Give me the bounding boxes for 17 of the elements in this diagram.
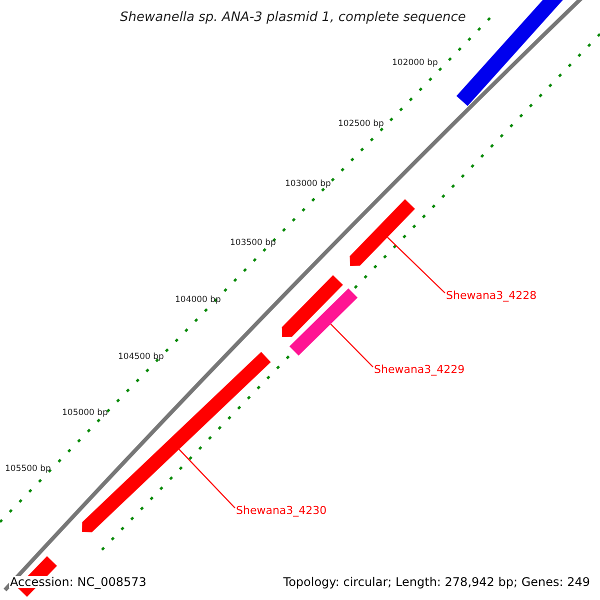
position-label: 102500 bp [338, 120, 384, 128]
gene-label: Shewana3_4230 [236, 505, 327, 516]
leader-line [387, 236, 446, 294]
position-label: 104000 bp [175, 296, 221, 304]
position-label: 104500 bp [118, 353, 164, 362]
gene-feature [350, 199, 415, 266]
accession-text: Accession: NC_008573 [9, 576, 148, 588]
leader-line [178, 448, 236, 508]
leader-line [330, 324, 374, 368]
map-title: Shewanella sp. ANA-3 plasmid 1, complete sequence [120, 11, 466, 24]
position-label: 105000 bp [62, 409, 108, 418]
summary-text: Topology: circular; Length: 278,942 bp; Genes: 249 [283, 576, 590, 588]
gene-label: Shewana3_4229 [374, 364, 465, 375]
position-label: 103500 bp [230, 239, 276, 248]
gene-label: Shewana3_4228 [446, 290, 537, 301]
gene-bar [289, 288, 358, 356]
gene-feature [282, 275, 343, 337]
